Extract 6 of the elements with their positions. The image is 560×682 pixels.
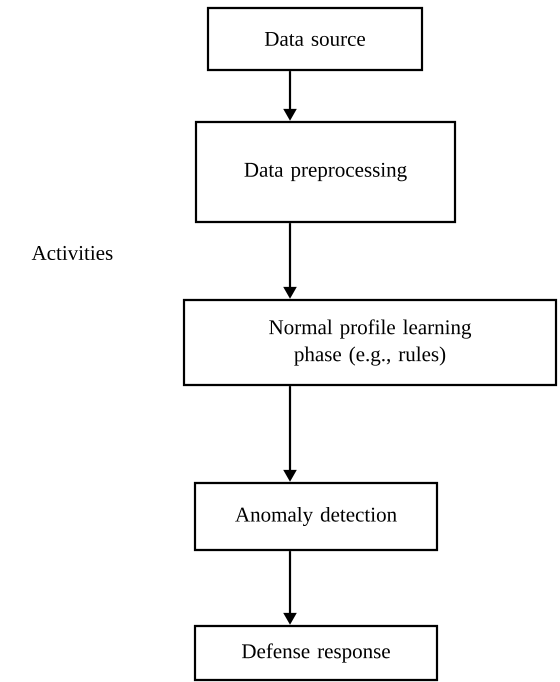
process-box: Normal profile learning phase (e.g., rules)	[182, 298, 558, 386]
side-label: Activities	[32, 246, 112, 260]
process-box: Anomaly detection	[194, 482, 438, 552]
process-box: Data source	[206, 6, 424, 72]
process-box: Defense response	[194, 624, 438, 682]
process-box: Data preprocessing	[194, 120, 456, 224]
